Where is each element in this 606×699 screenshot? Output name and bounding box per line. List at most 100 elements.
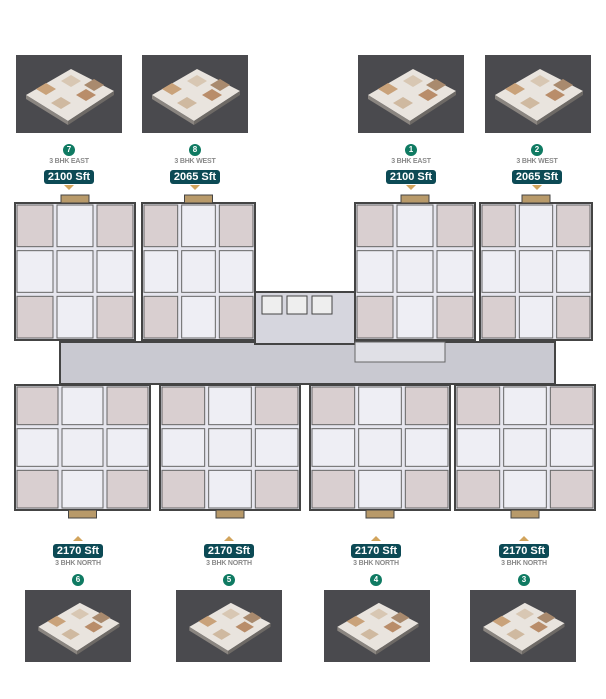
bedroom <box>96 204 134 248</box>
room-render <box>61 75 81 87</box>
room <box>254 428 299 467</box>
unit-3-3d-render <box>470 590 576 662</box>
room-render <box>61 628 80 640</box>
room <box>16 428 59 467</box>
slab-edge <box>68 91 114 125</box>
room <box>518 250 554 293</box>
room-render <box>36 83 56 95</box>
unit-7-3d-render <box>16 55 122 133</box>
bedroom <box>16 469 59 509</box>
lift <box>286 295 308 315</box>
bedroom <box>16 204 54 248</box>
room-render <box>212 628 231 640</box>
unit-area-badge: 2100 Sft <box>385 170 437 184</box>
room <box>456 428 501 467</box>
render-image <box>189 602 271 655</box>
apartment-unit <box>309 384 451 519</box>
room <box>518 295 554 339</box>
room-render <box>530 75 550 87</box>
room-render <box>210 79 230 91</box>
room-render <box>84 79 104 91</box>
slab-edge <box>152 95 194 125</box>
room-render <box>76 89 96 101</box>
room <box>503 386 547 426</box>
room-render <box>346 615 365 627</box>
unit-type: 3 BHK NORTH <box>55 560 101 567</box>
unit-number: 4 <box>370 574 382 586</box>
apartment-unit <box>141 194 256 341</box>
slab-edge <box>194 91 240 125</box>
bedroom <box>549 386 594 426</box>
unit-5-3d-render <box>176 590 282 662</box>
pointer-icon <box>519 536 529 541</box>
unit-type: 3 BHK EAST <box>49 158 89 165</box>
bedroom <box>556 295 591 339</box>
slab-edge <box>26 95 68 125</box>
room <box>56 204 94 248</box>
unit-type: 3 BHK NORTH <box>353 560 399 567</box>
bedroom <box>106 469 149 509</box>
render-image <box>483 602 565 655</box>
bedroom <box>161 469 206 509</box>
slab-edge <box>38 626 78 655</box>
room-render <box>235 621 254 633</box>
unit-area-badge: 2065 Sft <box>169 170 221 184</box>
bedroom <box>16 295 54 339</box>
unit-2-label: 2 3 BHK WEST 2065 Sft <box>477 139 597 190</box>
unit-type: 3 BHK WEST <box>516 158 558 165</box>
room <box>143 250 179 293</box>
bedroom <box>143 295 179 339</box>
bedroom <box>356 295 394 339</box>
pointer-icon <box>371 536 381 541</box>
unit-number: 7 <box>63 144 75 156</box>
room-render <box>70 608 90 620</box>
room <box>503 428 547 467</box>
room-render <box>47 615 66 627</box>
room <box>61 469 104 509</box>
room-render <box>418 89 438 101</box>
unit-2-3d-render <box>485 55 591 133</box>
unit-area-badge: 2170 Sft <box>350 544 402 558</box>
room-render <box>187 75 207 87</box>
apartment-unit <box>14 194 136 341</box>
slab-edge <box>376 623 419 655</box>
bedroom <box>218 204 254 248</box>
bedroom <box>311 469 356 509</box>
room <box>181 295 216 339</box>
bedroom <box>218 295 254 339</box>
room-render <box>553 79 573 91</box>
room-render <box>383 621 402 633</box>
balcony <box>510 509 540 519</box>
unit-3-label: 2170 Sft 3 BHK NORTH 3 <box>464 536 584 587</box>
room-render <box>545 89 565 101</box>
bedroom <box>106 386 149 426</box>
room <box>61 428 104 467</box>
pointer-icon <box>73 536 83 541</box>
pointer-icon <box>532 185 542 190</box>
apartment-unit <box>354 194 476 341</box>
room <box>96 250 134 293</box>
room <box>218 250 254 293</box>
bedroom <box>436 295 474 339</box>
slab-edge <box>77 623 120 655</box>
room <box>208 428 252 467</box>
unit-1-3d-render <box>358 55 464 133</box>
balcony <box>215 509 245 519</box>
render-image <box>38 602 120 655</box>
room <box>404 428 449 467</box>
room <box>106 428 149 467</box>
unit-number: 8 <box>189 144 201 156</box>
room-render <box>91 612 111 624</box>
balcony <box>400 194 430 204</box>
unit-8-3d-render <box>142 55 248 133</box>
pointer-icon <box>64 185 74 190</box>
room-render <box>84 621 103 633</box>
apartment-unit <box>159 384 301 519</box>
room-render <box>505 83 525 95</box>
room-render <box>426 79 446 91</box>
slab-edge <box>368 95 410 125</box>
bedroom <box>254 469 299 509</box>
unit-4-3d-render <box>324 590 430 662</box>
balcony <box>60 194 90 204</box>
bedroom <box>436 204 474 248</box>
